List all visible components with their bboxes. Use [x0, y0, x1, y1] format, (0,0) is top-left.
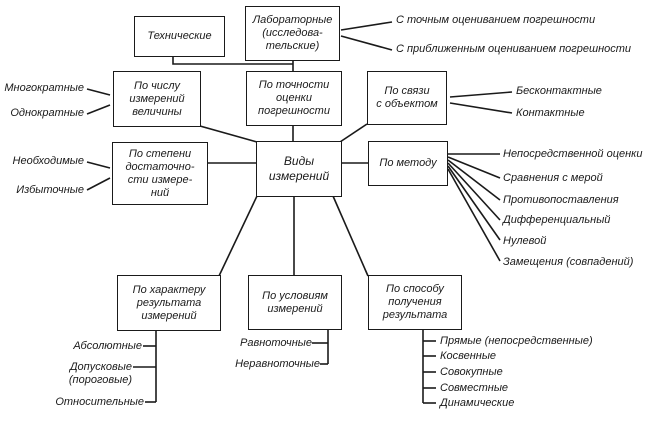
box-technical-line: Технические	[147, 30, 212, 42]
box-laboratory-line: Лабораторные	[252, 14, 333, 26]
box-by-count-line: измерений	[129, 92, 185, 105]
box-by-accuracy-line: По точности	[258, 79, 330, 91]
sufficiency-item-necessary: Необходимые	[12, 155, 84, 167]
nature-item-relative: Относительные	[55, 396, 144, 408]
count-item-single: Однократные	[10, 107, 84, 119]
connector-object-0	[449, 91, 513, 98]
method-item-null: Нулевой	[503, 235, 547, 247]
box-by-sufficiency-line: сти измере-	[127, 173, 193, 186]
box-by-result-method-line: результата	[382, 309, 448, 321]
box-laboratory-line: тельские)	[265, 40, 320, 52]
box-by-accuracy-line: оценки	[276, 92, 312, 104]
count-item-multiple: Многократные	[4, 82, 84, 94]
box-technical: Технические	[134, 16, 225, 57]
connector-suff-0	[86, 161, 111, 169]
box-by-object-line: По связи	[384, 85, 430, 97]
connector-lab-item-0	[340, 21, 393, 31]
box-center: Виды измерений	[256, 141, 342, 197]
box-by-sufficiency-line: По степени	[128, 147, 192, 160]
box-by-accuracy-line: погрешности	[258, 105, 330, 117]
connector-suff-1	[86, 177, 111, 191]
connector-by-count	[199, 125, 258, 143]
object-item-contactless: Бесконтактные	[516, 85, 602, 97]
nature-item-threshold: (пороговые)	[68, 374, 132, 386]
box-by-result-nature-line: По характеру	[132, 283, 206, 296]
box-by-count-line: величины	[132, 105, 182, 118]
box-by-method: По методу	[368, 141, 448, 186]
connector-lab-item-1	[340, 35, 393, 51]
connector-by-result-method	[332, 195, 369, 277]
method-item-substitution: Замещения (совпадений)	[503, 256, 634, 268]
connector-object-1	[449, 102, 513, 114]
box-by-result-method-line: получения	[388, 296, 442, 308]
connector-technical	[172, 56, 293, 65]
connector-method-1	[447, 156, 501, 179]
box-by-sufficiency-line: ний	[150, 186, 170, 199]
object-item-contact: Контактные	[516, 107, 585, 119]
connector-count-1	[86, 104, 111, 115]
box-by-conditions-line: По условиям	[262, 289, 328, 302]
box-by-result-nature-line: результата	[136, 296, 202, 309]
nature-item-absolute: Абсолютные	[73, 340, 142, 352]
conditions-item-unequal: Неравноточные	[235, 358, 320, 370]
box-by-count-line: По числу	[133, 79, 181, 92]
box-by-result-nature: По характеру результата измерений	[117, 275, 221, 331]
result-method-item-indirect: Косвенные	[440, 350, 497, 362]
box-by-method-line: По методу	[379, 157, 437, 169]
lab-item-precise: С точным оцениванием погрешности	[396, 14, 596, 26]
box-by-object-line: с объектом	[376, 98, 438, 110]
connector-method-4	[447, 165, 501, 241]
box-by-accuracy: По точности оценки погрешности	[246, 71, 342, 126]
connector-by-object	[339, 123, 368, 143]
connector-by-result-nature	[218, 195, 258, 277]
lab-item-approx: С приближенным оцениванием погрешности	[396, 43, 632, 55]
connector-method-2	[447, 159, 501, 201]
conditions-item-equal: Равноточные	[240, 337, 312, 349]
connector-method-3	[447, 162, 501, 221]
result-method-item-aggregate: Совокупные	[440, 366, 503, 378]
result-method-item-joint: Совместные	[440, 382, 509, 394]
box-by-result-method: По способу получения результата	[368, 275, 462, 330]
box-by-conditions: По условиям измерений	[248, 275, 342, 330]
box-by-conditions-line: измерений	[267, 302, 323, 315]
connector-count-0	[86, 88, 111, 96]
method-item-opposition: Противопоставления	[503, 194, 619, 206]
method-item-comparison: Сравнения с мерой	[503, 172, 603, 184]
box-center-line: Виды	[283, 154, 315, 168]
method-item-direct: Непосредственной оценки	[503, 148, 643, 160]
connector-method-5	[447, 168, 501, 262]
box-laboratory-line: (исследова-	[262, 27, 323, 39]
box-by-result-method-line: По способу	[386, 283, 444, 295]
box-by-result-nature-line: измерений	[141, 309, 197, 322]
box-laboratory: Лабораторные (исследова- тельские)	[245, 6, 340, 61]
box-by-count: По числу измерений величины	[113, 71, 201, 127]
box-by-object: По связи с объектом	[367, 71, 447, 125]
nature-item-tolerance: Допусковые	[69, 361, 132, 373]
box-by-sufficiency-line: достаточно-	[125, 160, 195, 173]
result-method-item-direct: Прямые (непосредственные)	[440, 335, 593, 347]
method-item-differential: Дифференциальный	[503, 214, 611, 226]
result-method-item-dynamic: Динамические	[440, 397, 515, 409]
sufficiency-item-redundant: Избыточные	[16, 184, 84, 196]
box-by-sufficiency: По степени достаточно- сти измере- ний	[112, 142, 208, 205]
box-center-line: измерений	[268, 169, 330, 183]
